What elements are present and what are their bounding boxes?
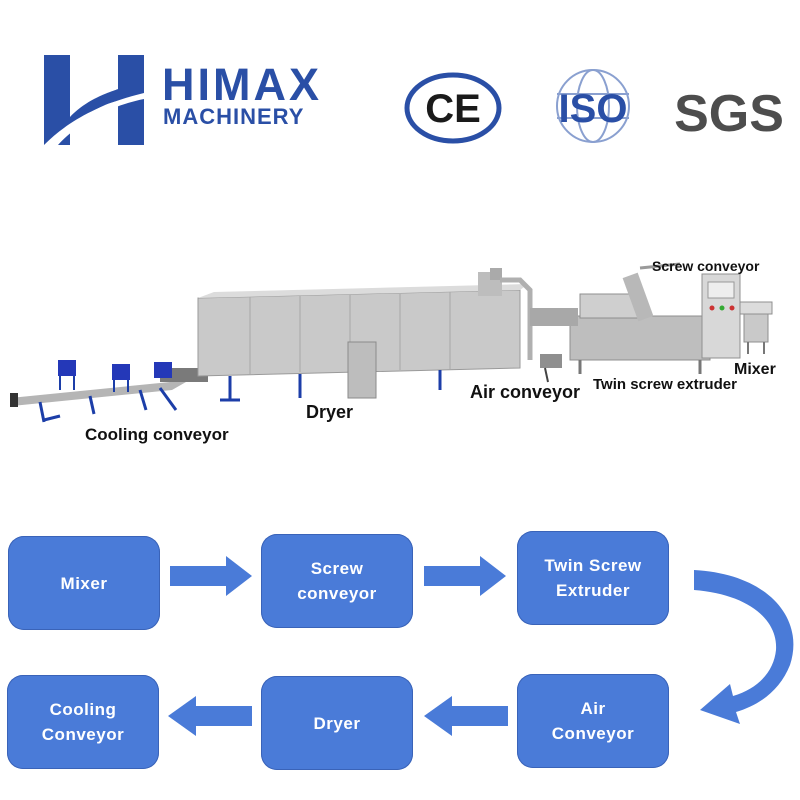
cooling-conveyor-machine xyxy=(10,360,208,423)
flow-step-twin-screw-extruder: Twin Screw Extruder xyxy=(517,531,669,625)
flow-arrows xyxy=(168,556,794,736)
dryer-machine xyxy=(197,268,528,402)
flow-step-label: Screw conveyor xyxy=(297,559,377,603)
flow-step-dryer: Dryer xyxy=(261,676,413,770)
ce-certification-badge: CE xyxy=(404,72,502,144)
arrow-right-icon xyxy=(170,556,252,596)
flow-step-label: Twin Screw Extruder xyxy=(544,556,642,600)
iso-certification-badge: ISO xyxy=(556,69,630,143)
label-dryer: Dryer xyxy=(306,402,354,422)
brand-name: HIMAX xyxy=(162,59,322,110)
svg-text:CE: CE xyxy=(425,87,481,131)
twin-screw-extruder-machine xyxy=(530,262,741,374)
label-cooling-conveyor: Cooling conveyor xyxy=(85,425,229,444)
himax-logo-mark xyxy=(44,55,144,145)
svg-text:ISO: ISO xyxy=(559,87,628,131)
production-line-illustration xyxy=(10,262,773,423)
label-air-conveyor: Air conveyor xyxy=(470,382,581,402)
svg-text:SGS: SGS xyxy=(674,85,784,143)
flow-step-mixer: Mixer xyxy=(8,536,160,630)
arrow-left-icon xyxy=(168,696,252,736)
curved-arrow-down-icon xyxy=(694,570,794,724)
mixer-machine xyxy=(739,301,773,354)
sgs-certification-badge: SGS xyxy=(674,85,784,143)
arrow-right-icon xyxy=(424,556,506,596)
flow-step-label: Mixer xyxy=(60,573,108,593)
flow-step-label: Air Conveyor xyxy=(551,699,635,743)
label-mixer: Mixer xyxy=(734,361,776,378)
flow-step-air-conveyor: Air Conveyor xyxy=(517,674,669,768)
label-screw-conveyor: Screw conveyor xyxy=(652,258,760,274)
flow-step-screw-conveyor: Screw conveyor xyxy=(261,534,413,628)
flow-step-label: Dryer xyxy=(313,713,361,733)
arrow-left-icon xyxy=(424,696,508,736)
flow-step-cooling-conveyor: Cooling Conveyor xyxy=(7,675,159,769)
label-twin-screw-extruder: Twin screw extruder xyxy=(593,376,737,393)
flow-step-label: Cooling Conveyor xyxy=(41,700,125,744)
brand-subtitle: MACHINERY xyxy=(163,104,305,129)
